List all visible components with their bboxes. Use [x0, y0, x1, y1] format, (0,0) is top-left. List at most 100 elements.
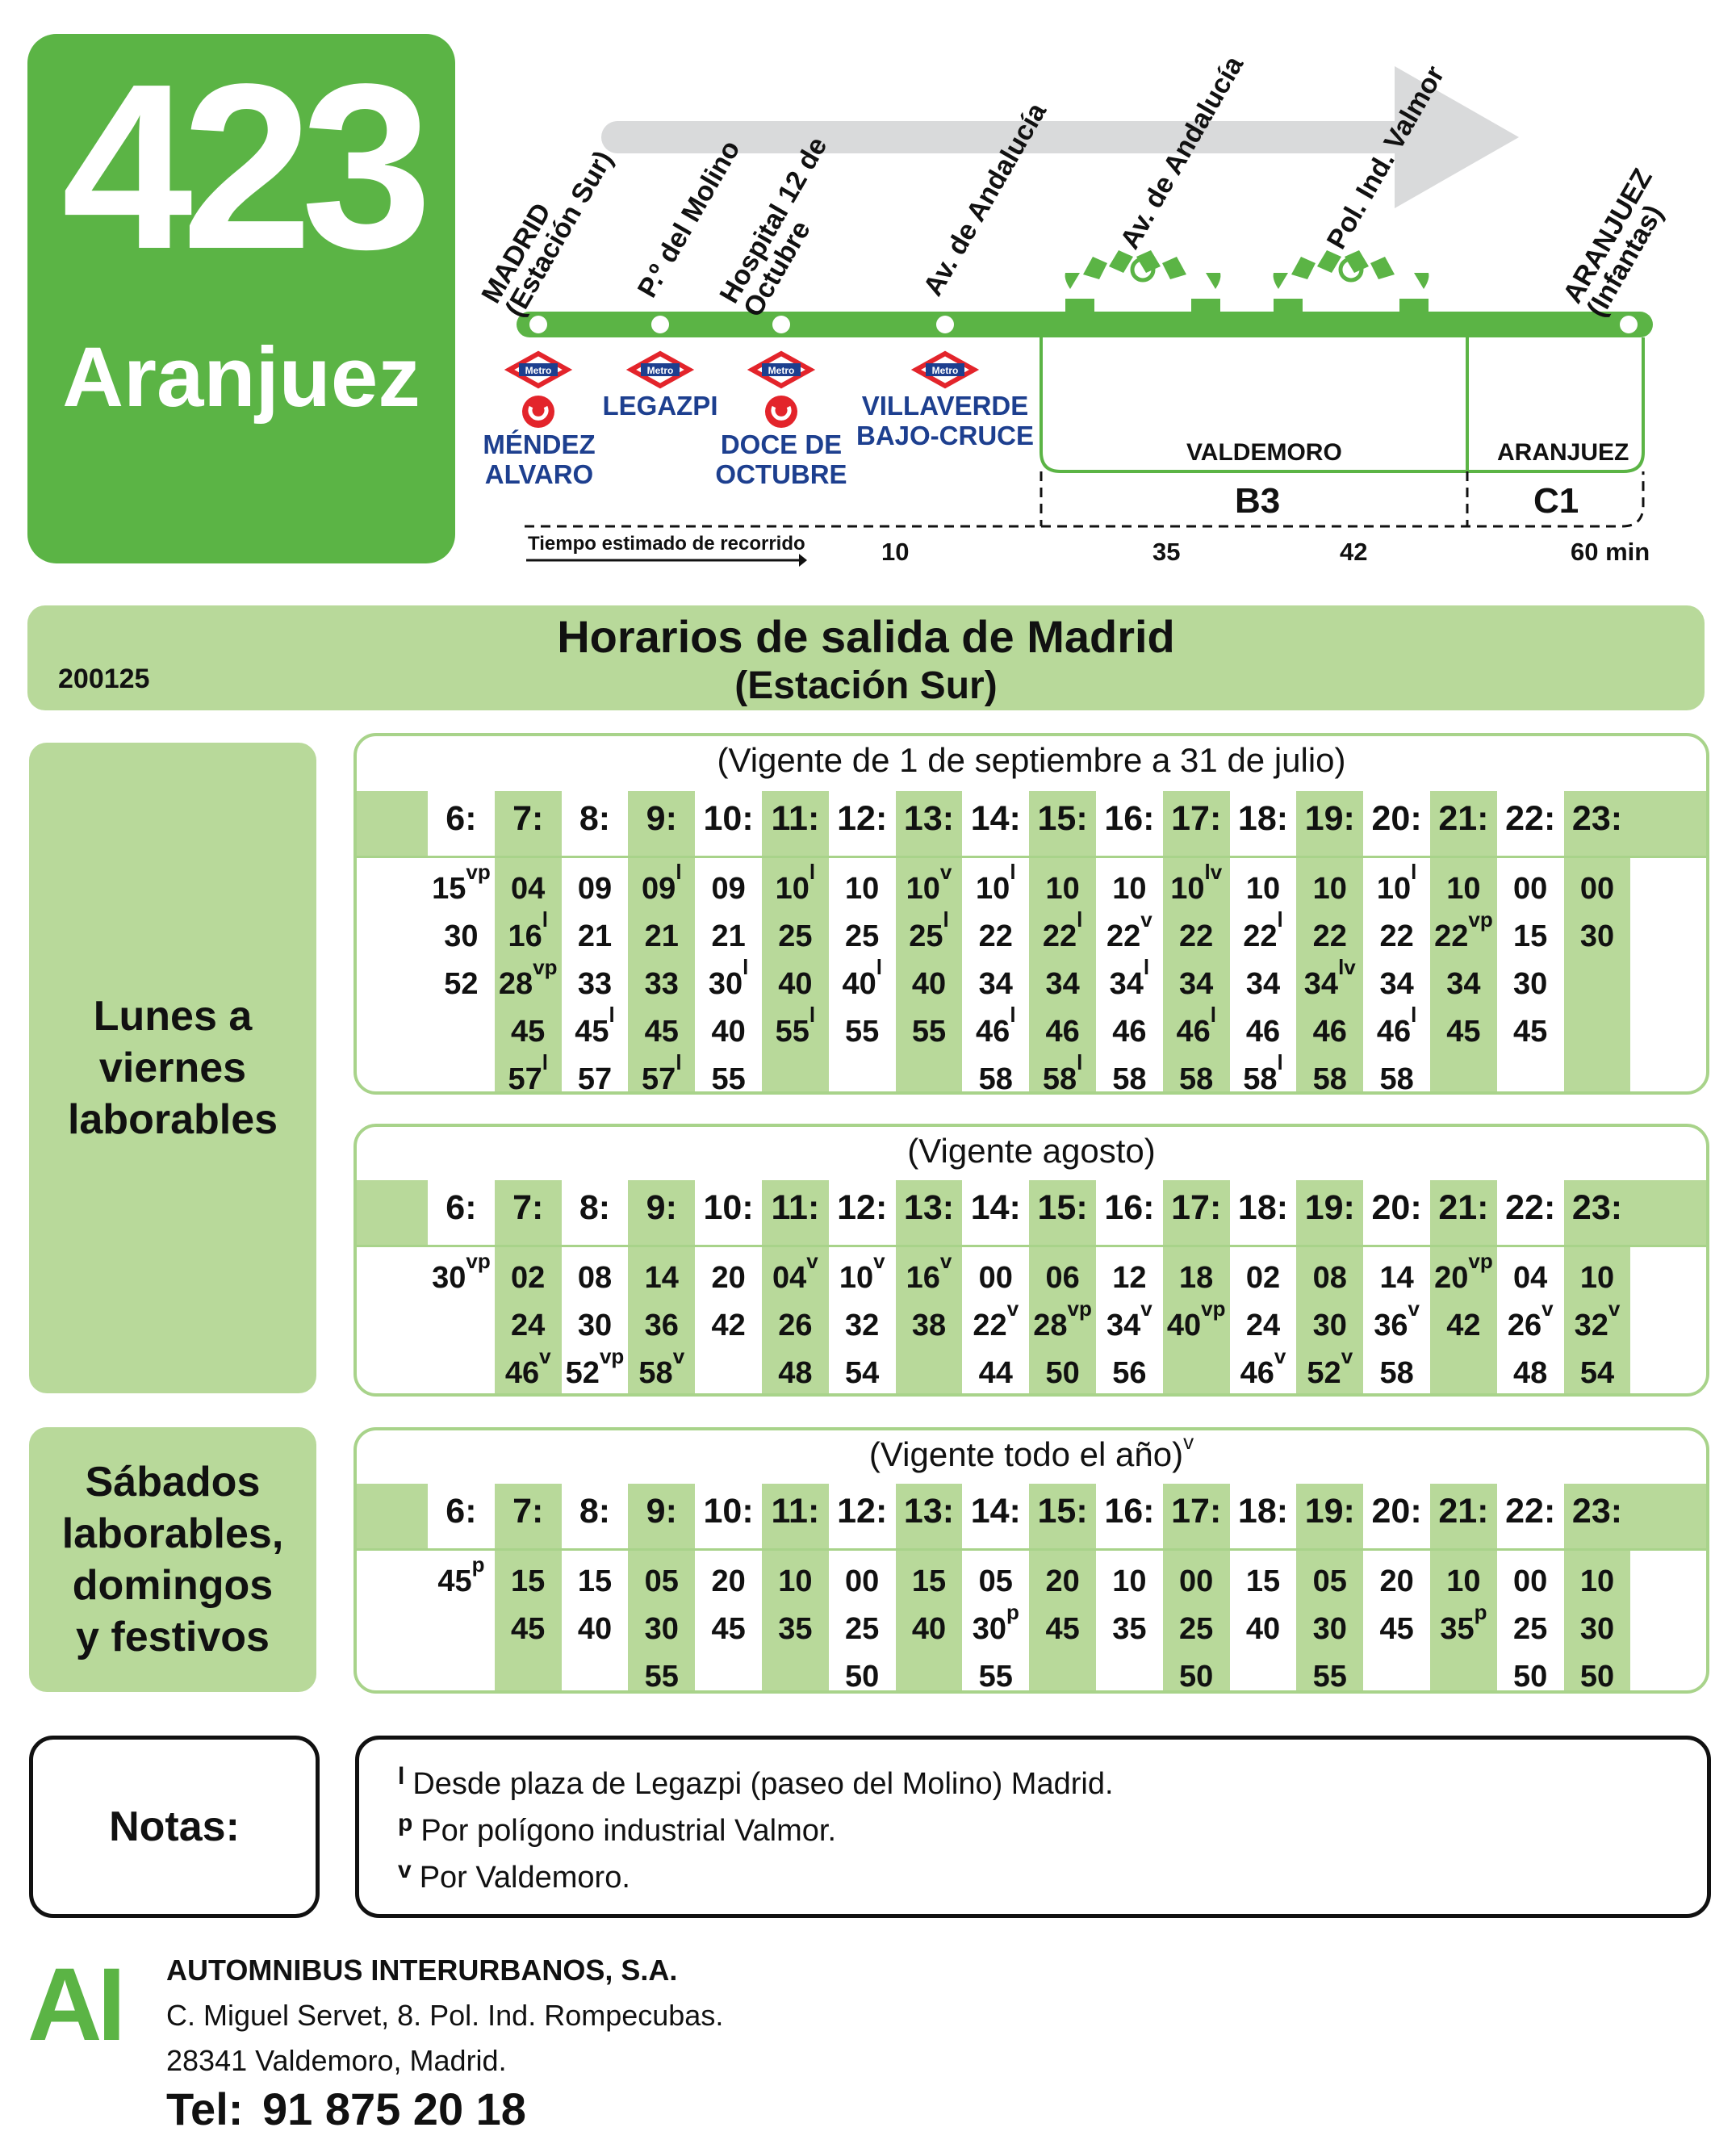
hour-label: 11: — [771, 1492, 820, 1531]
note-mark: v — [1274, 1344, 1286, 1368]
note-mark: l — [1277, 907, 1283, 932]
departure-minute: 46l — [976, 1003, 1016, 1049]
departure-minute: 30p — [972, 1600, 1019, 1646]
note-mark: lv — [1204, 860, 1223, 884]
departure-minute: 40vp — [1166, 1296, 1226, 1342]
hour-column: 6:30vp — [428, 1180, 495, 1393]
departure-minute: 40 — [911, 1612, 947, 1646]
departure-minute: 16l — [508, 907, 548, 953]
header-divider — [357, 856, 1706, 858]
phone-label: Tel: — [166, 2083, 244, 2134]
departure-minute: 45 — [511, 1612, 546, 1646]
hour-label: 13: — [903, 1492, 955, 1531]
notes-label: Notas: — [29, 1736, 320, 1918]
departure-minute: 26v — [1507, 1296, 1554, 1342]
hour-column: 6:45p — [428, 1484, 495, 1690]
departure-minute: 34lv — [1303, 955, 1356, 1001]
departure-minute: 10 — [1446, 872, 1481, 906]
departure-minute: 22 — [978, 919, 1013, 953]
time-10: 10 — [881, 538, 910, 566]
departure-minute: 10 — [1112, 1564, 1147, 1598]
departure-minute: 40 — [711, 1015, 746, 1049]
note-mark: v — [1608, 1296, 1621, 1321]
time-dashed-line — [525, 471, 1645, 528]
hour-label: 8: — [579, 1492, 611, 1531]
departure-minute: 30 — [1312, 1309, 1347, 1342]
departure-minute: 58 — [1379, 1062, 1414, 1095]
departure-minute: 46 — [1312, 1015, 1347, 1049]
departure-minute: 30 — [1579, 919, 1615, 953]
time-60: 60 min — [1571, 538, 1650, 566]
metro-badge-text: Metro — [768, 365, 795, 376]
hour-label: 9: — [646, 799, 677, 838]
note-mark: v — [1183, 1430, 1194, 1454]
note-mark: vp — [466, 860, 491, 884]
departure-minute: 48 — [778, 1356, 813, 1390]
departure-minute: 25 — [845, 1612, 880, 1646]
departure-minute: 04v — [772, 1249, 818, 1295]
section-weekdays-line: Lunes a — [93, 993, 253, 1040]
departure-minute: 50 — [1513, 1660, 1548, 1694]
departure-minute: 22 — [1179, 919, 1214, 953]
note-mark: v — [939, 860, 952, 884]
departure-minute: 15vp — [432, 860, 491, 906]
section-weekends-line: y festivos — [76, 1614, 270, 1660]
hour-label: 16: — [1104, 799, 1155, 838]
hour-label: 17: — [1171, 1188, 1222, 1227]
hour-label: 23: — [1571, 799, 1623, 838]
note-mark: l — [1210, 1003, 1216, 1027]
departure-minute: 15 — [911, 1564, 947, 1598]
metro-badge-text: Metro — [647, 365, 674, 376]
hour-label: 23: — [1571, 1188, 1623, 1227]
note-mark: p — [1474, 1600, 1487, 1624]
arrow-right-icon — [799, 554, 807, 567]
departure-minute: 22v — [973, 1296, 1019, 1342]
note-mark: v — [539, 1344, 551, 1368]
hour-label: 14: — [970, 1492, 1021, 1531]
departure-minute: 30 — [444, 919, 479, 953]
hour-label: 19: — [1304, 1492, 1355, 1531]
departure-minute: 22l — [1042, 907, 1083, 953]
note-mark: v — [806, 1249, 818, 1273]
departure-minute: 22l — [1243, 907, 1283, 953]
note-mark: l — [809, 860, 816, 884]
departure-minute: 12 — [1112, 1261, 1147, 1295]
section-weekdays: Lunes a viernes laborables — [29, 743, 316, 1393]
hour-label: 15: — [1037, 799, 1088, 838]
departure-minute: 34v — [1106, 1296, 1152, 1342]
departure-minute: 05 — [644, 1564, 679, 1598]
departure-minute: 46 — [1112, 1015, 1147, 1049]
note-mark: vp — [466, 1249, 491, 1273]
departure-minute: 14 — [644, 1261, 679, 1295]
metro-icon-mendez — [504, 350, 573, 389]
departure-minute: 22 — [1379, 919, 1414, 953]
departure-minute: 18 — [1179, 1261, 1214, 1295]
note-mark: vp — [599, 1344, 625, 1368]
company-phone: Tel: 91 875 20 18 — [166, 2083, 526, 2135]
note-mark: l — [1077, 907, 1083, 932]
departure-minute: 34l — [1109, 955, 1150, 1001]
departure-minute: 46v — [504, 1344, 551, 1390]
departure-minute: 45 — [511, 1015, 546, 1049]
hour-label: 21: — [1438, 1492, 1489, 1531]
note-mark: l — [743, 955, 749, 979]
